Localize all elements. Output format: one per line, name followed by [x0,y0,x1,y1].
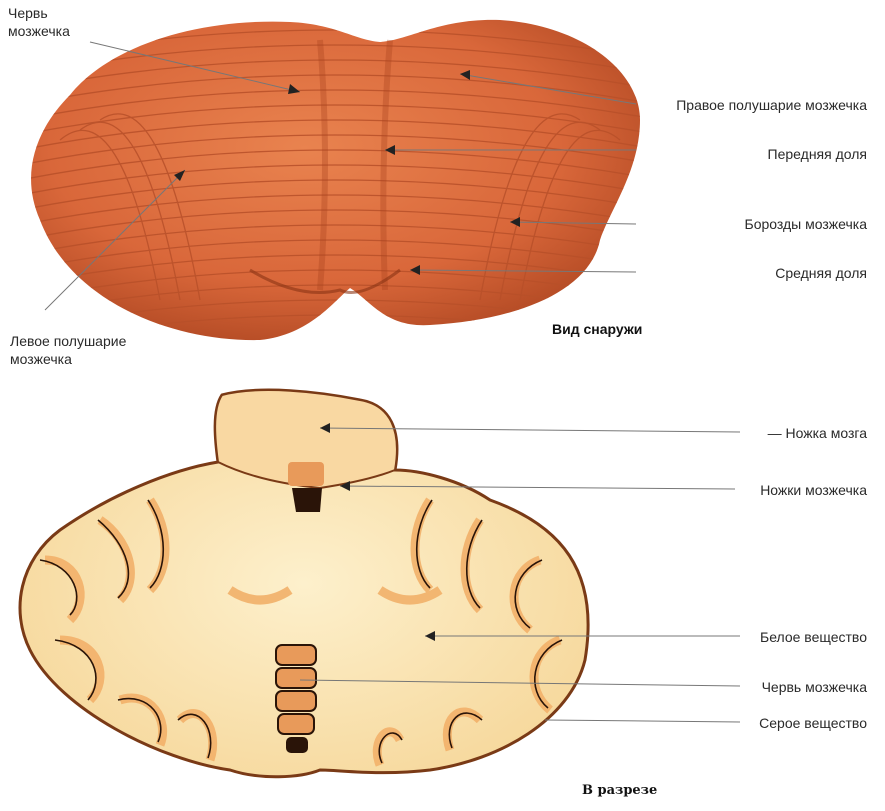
label-cerebellar-peduncles: Ножки мозжечка [760,481,867,499]
caption-section-view: В разрезе [582,783,657,798]
cerebellum-external-view [20,20,660,345]
cerebellum-section-view [20,390,588,777]
label-right-hemisphere: Правое полушарие мозжечка [676,96,867,114]
label-grey-matter: Серое вещество [759,714,867,732]
caption-external-view: Вид снаружи [552,321,642,337]
label-brain-peduncle: — Ножка мозга [768,424,867,442]
label-white-matter: Белое вещество [760,628,867,646]
label-vermis-top: Червь мозжечка [8,4,70,40]
label-left-hemisphere: Левое полушарие мозжечка [10,332,126,368]
label-vermis-section: Червь мозжечка [762,678,867,696]
label-middle-lobe: Средняя доля [775,264,867,282]
label-fissures: Борозды мозжечка [745,215,868,233]
label-anterior-lobe: Передняя доля [768,145,867,163]
